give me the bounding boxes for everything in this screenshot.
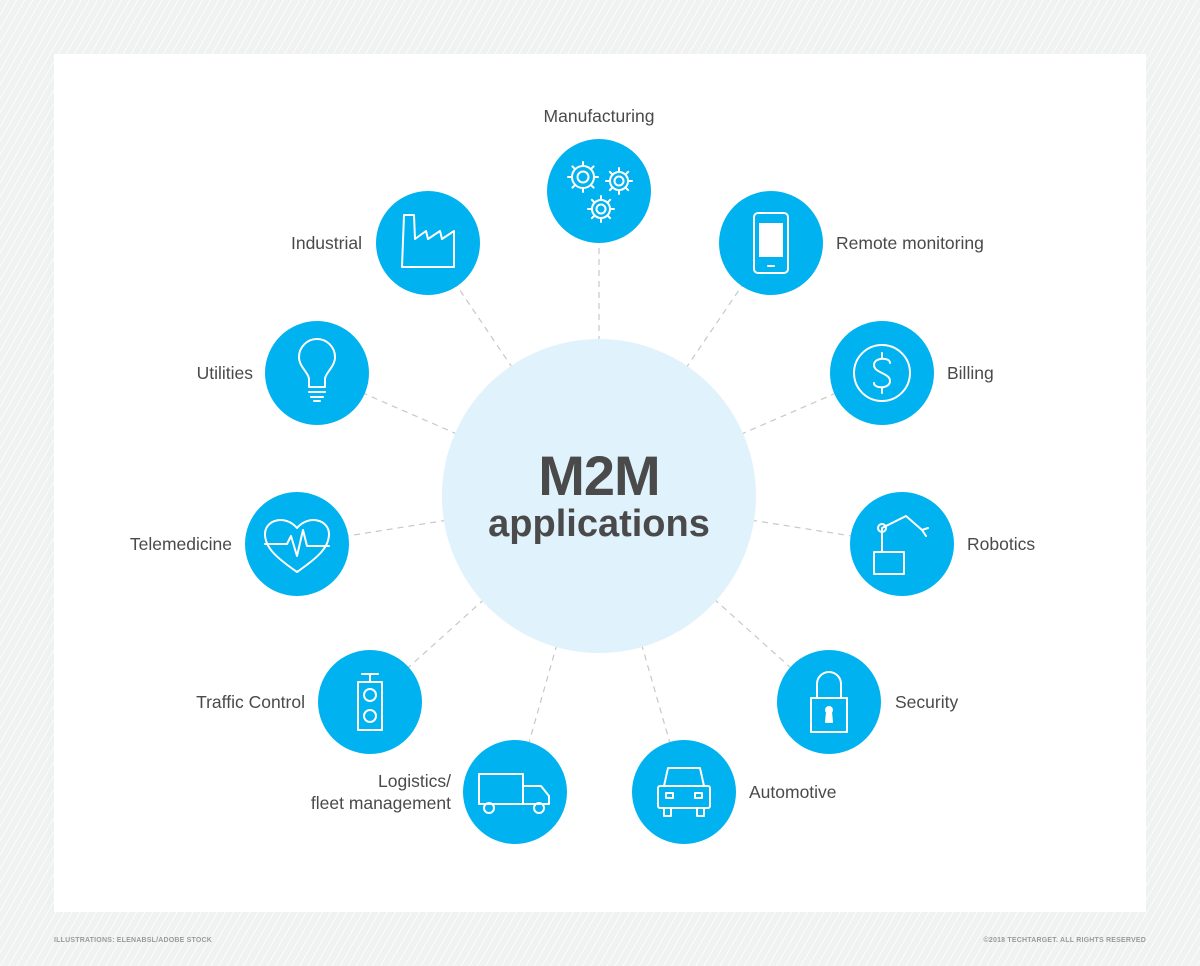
node-0 — [547, 139, 651, 243]
node-label: Utilities — [196, 363, 253, 383]
center-label: M2M applications — [488, 444, 710, 545]
gears-icon — [567, 161, 633, 223]
node-label: Logistics/ fleet management — [310, 771, 451, 813]
heart-pulse-icon — [264, 519, 330, 573]
node-label: Automotive — [749, 782, 837, 802]
factory-icon — [401, 214, 455, 268]
dollar-icon — [853, 344, 911, 402]
smartphone-icon — [753, 212, 789, 274]
node-4 — [830, 321, 934, 425]
diagram-title: M2M — [538, 444, 660, 507]
node-label: Remote monitoring — [836, 233, 984, 253]
truck-icon — [478, 773, 550, 814]
node-1 — [376, 191, 480, 295]
lightbulb-icon — [298, 338, 336, 402]
node-label: Industrial — [290, 233, 362, 253]
node-10 — [632, 740, 736, 844]
node-3 — [265, 321, 369, 425]
diagram-subtitle: applications — [488, 503, 710, 545]
node-2 — [719, 191, 823, 295]
illustration-credit: ILLUSTRATIONS: ELENABSL/ADOBE STOCK — [54, 937, 213, 944]
padlock-icon — [810, 671, 848, 733]
node-7 — [318, 650, 422, 754]
node-label: Robotics — [967, 534, 1036, 554]
node-label: Security — [895, 692, 959, 712]
robot-arm-icon — [873, 515, 929, 575]
copyright-notice: ©2018 TECHTARGET. ALL RIGHTS RESERVED — [983, 937, 1146, 944]
node-6 — [850, 492, 954, 596]
node-label: Telemedicine — [129, 534, 232, 554]
center-circle — [442, 339, 756, 653]
car-icon — [657, 767, 711, 817]
traffic-light-icon — [357, 673, 383, 731]
node-9 — [463, 740, 567, 844]
node-label: Traffic Control — [196, 692, 305, 712]
node-label: Billing — [947, 363, 994, 383]
node-5 — [245, 492, 349, 596]
node-8 — [777, 650, 881, 754]
node-label: Manufacturing — [543, 106, 655, 126]
